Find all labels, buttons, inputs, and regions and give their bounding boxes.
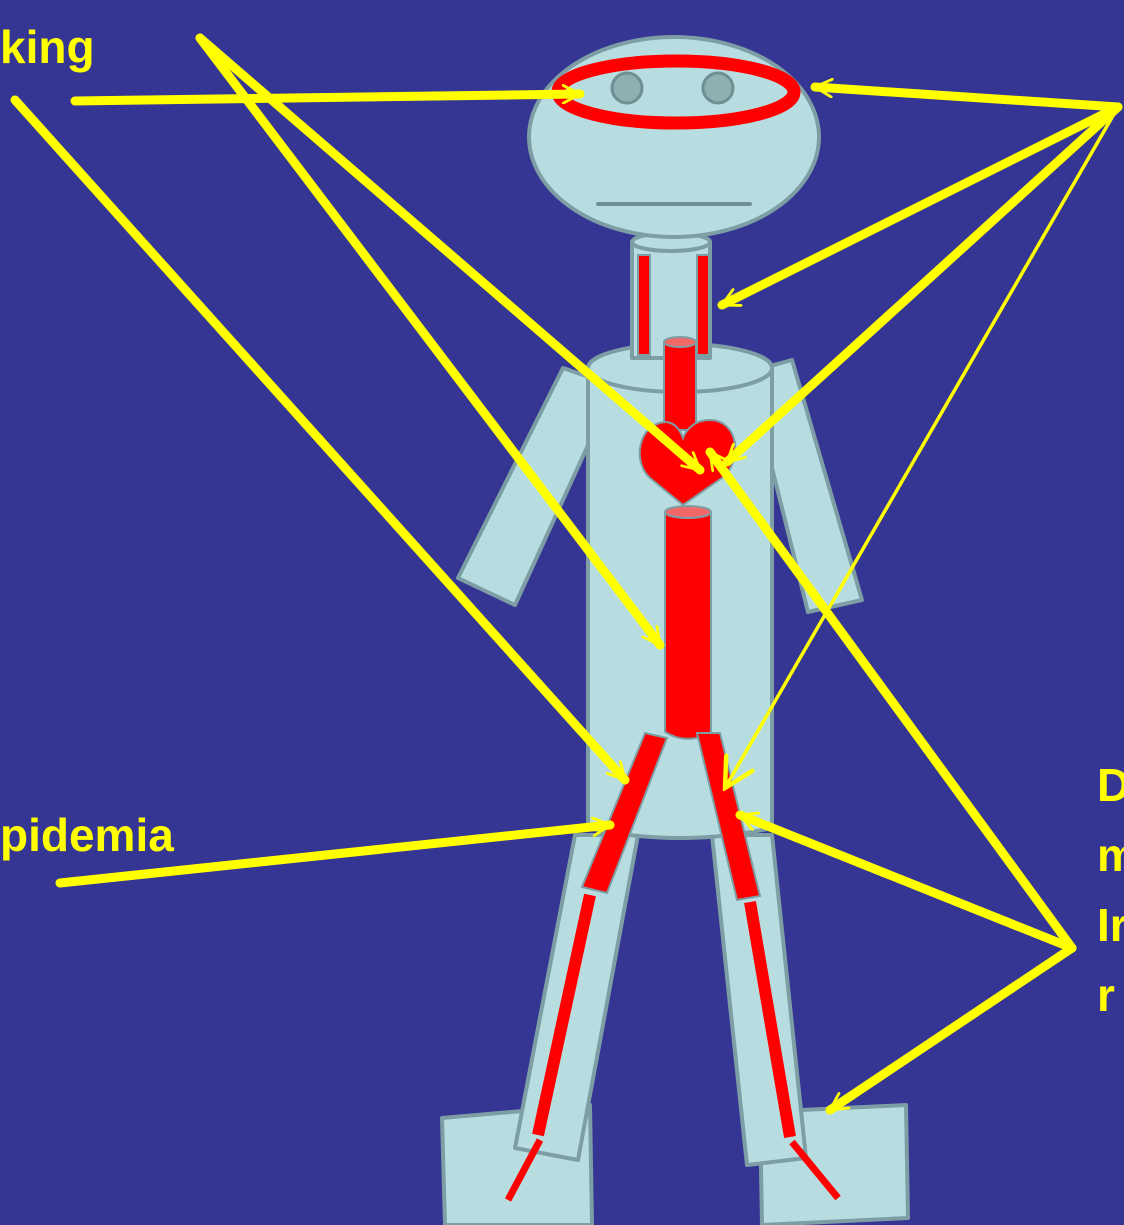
abdominal-aorta [665, 512, 711, 739]
label-right-line-3: Ir [1097, 902, 1124, 948]
label-smoking: king [0, 24, 95, 70]
label-right-line-4: r [1097, 972, 1115, 1018]
label-dyslipidemia: pidemia [0, 812, 174, 858]
left-carotid [638, 255, 650, 355]
right-carotid [697, 255, 709, 355]
ascending-aorta-top [664, 337, 696, 347]
left-eye [612, 73, 642, 103]
label-right-line-1: D [1097, 762, 1124, 808]
right-eye [703, 73, 733, 103]
abdominal-aorta-top [665, 506, 711, 518]
label-right-line-2: m [1097, 832, 1124, 878]
ascending-aorta [664, 342, 696, 430]
